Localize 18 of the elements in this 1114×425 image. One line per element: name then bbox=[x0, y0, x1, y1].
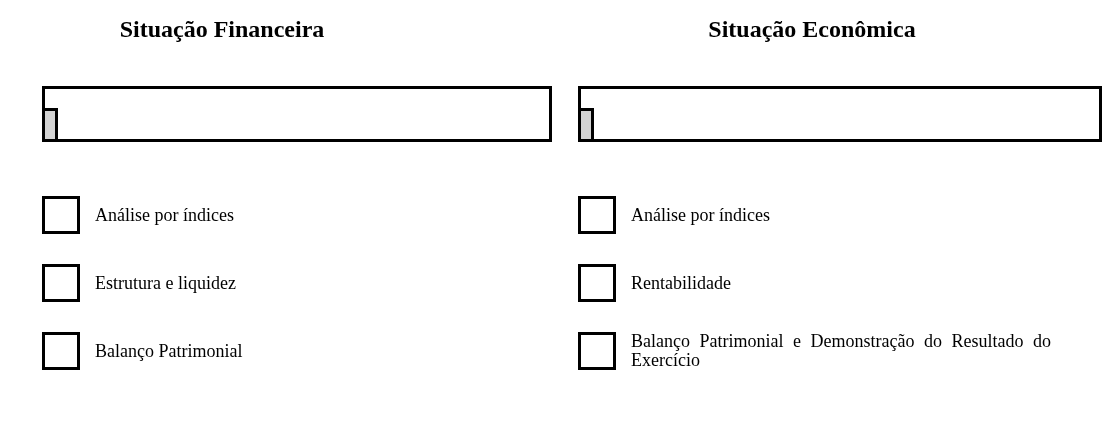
checkbox bbox=[42, 332, 80, 370]
option-label: Rentabilidade bbox=[631, 273, 732, 293]
column-heading: Situação Econômica bbox=[707, 16, 917, 43]
option-label: Balanço Patrimonial bbox=[95, 341, 244, 361]
option-label: Balanço Patrimonial e Demonstração do Resultado do Exercício bbox=[631, 332, 1051, 370]
checkbox bbox=[42, 264, 80, 302]
shaded-square bbox=[578, 108, 594, 142]
checkbox bbox=[578, 332, 616, 370]
option-label: Análise por índices bbox=[95, 205, 235, 225]
checkbox bbox=[578, 196, 616, 234]
checkbox bbox=[578, 264, 616, 302]
empty-box bbox=[42, 86, 552, 142]
column-heading: Situação Financeira bbox=[118, 16, 326, 43]
option-label: Estrutura e liquidez bbox=[95, 273, 237, 293]
option-label: Análise por índices bbox=[631, 205, 771, 225]
empty-box bbox=[578, 86, 1102, 142]
checkbox bbox=[42, 196, 80, 234]
shaded-square bbox=[42, 108, 58, 142]
